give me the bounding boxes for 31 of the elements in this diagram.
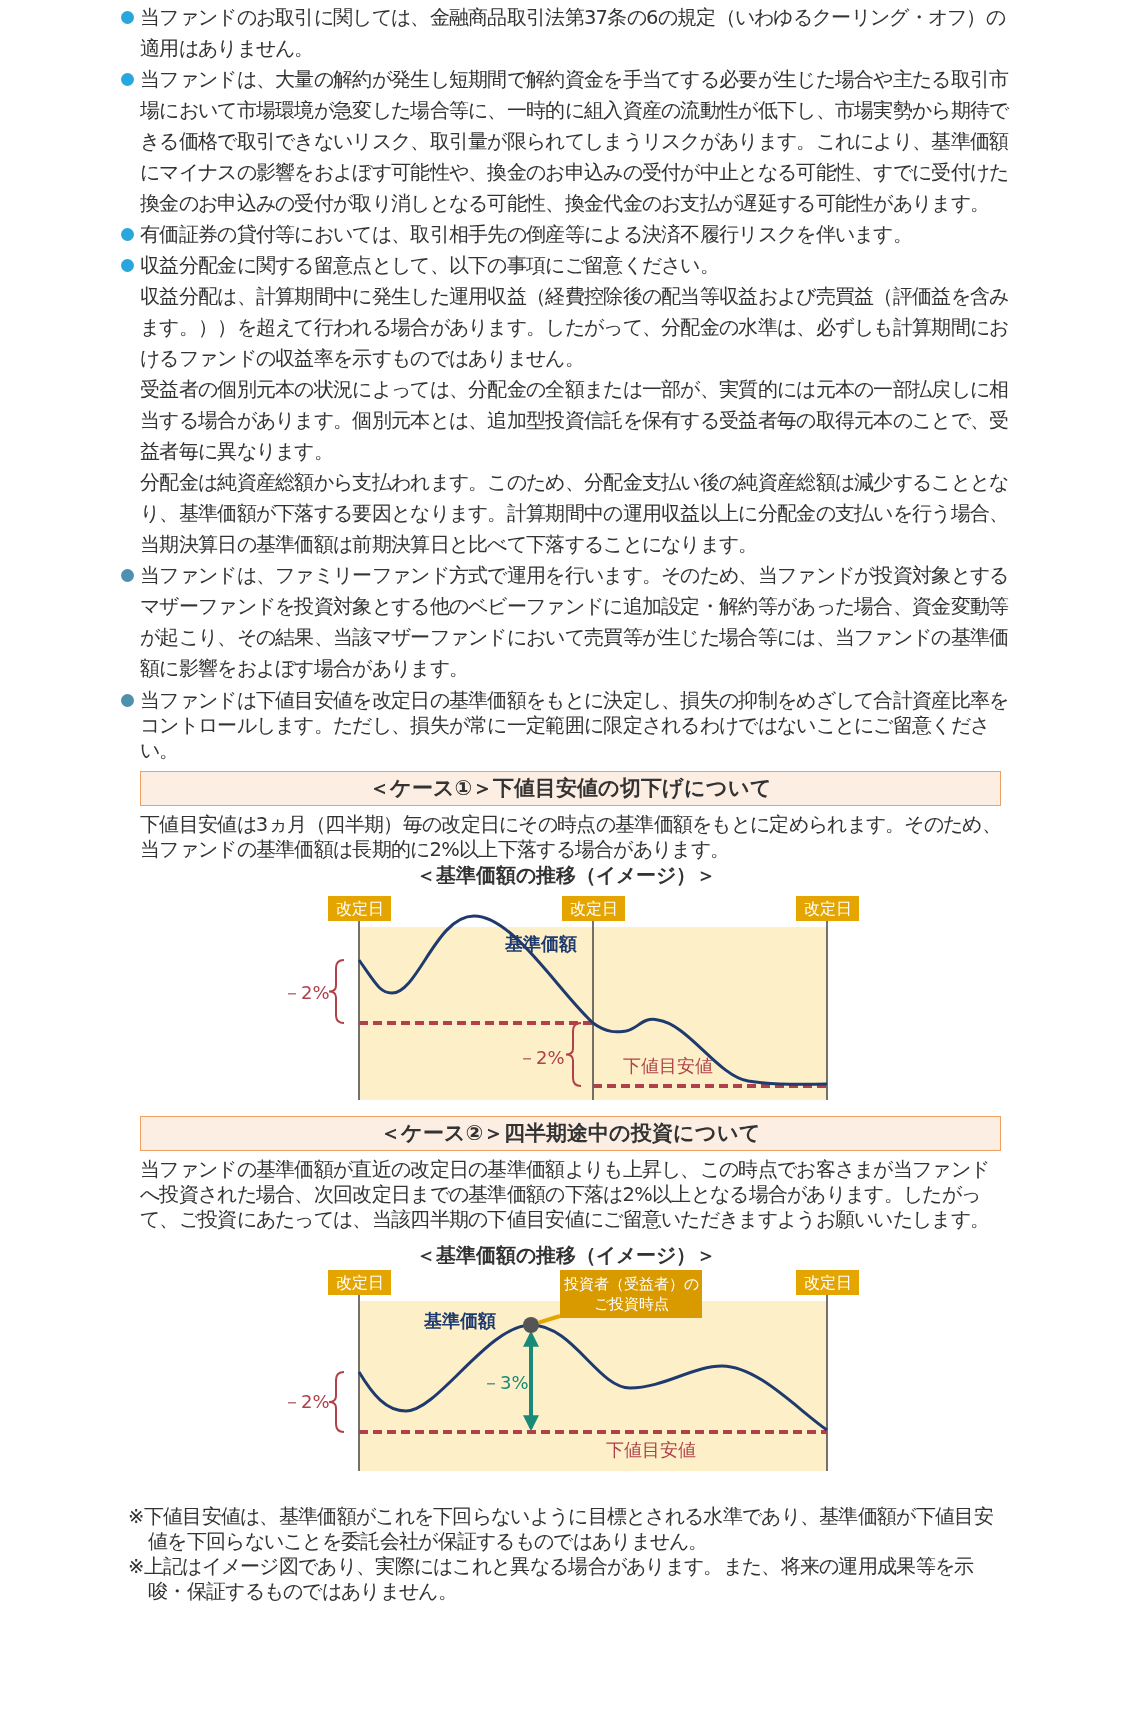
paragraph: 当ファンドは、ファミリーファンド方式で運用を行います。そのため、当ファンドが投資対象とするマザーファンドを投資対象とする他のベビーファンドに追加設定・解約等があった場合、資金変動等が起こり、その結果、当該マザーファンドにおいて売買等が生じた場合等には、当ファンドの基準価額に影響をおよぼす場合があります。 (140, 563, 1010, 682)
threshold-label: 下値目安値 (623, 1054, 713, 1078)
paragraph: 当ファンドのお取引に関しては、金融商品取引法第37条の6の規定（いわゆるクーリング・オフ）の適用はありません。 (140, 5, 1007, 62)
percent-label: －2% (283, 1390, 330, 1414)
paragraph: 下値目安値は3ヵ月（四半期）毎の改定日にその時点の基準価額をもとに定められます。そのため、当ファンドの基準価額は長期的に2%以上下落する場合があります。 (140, 812, 1001, 862)
point-marker (523, 1317, 539, 1333)
section-header: ＜ケース①＞下値目安値の切下げについて (140, 771, 1001, 806)
date-tag: 改定日 (796, 1270, 859, 1295)
date-tag: 改定日 (328, 1270, 391, 1295)
date-tag: 改定日 (328, 896, 391, 921)
paragraph: 分配金は純資産総額から支払われます。このため、分配金支払い後の純資産総額は減少することとなり、基準価額が下落する要因となります。計算期間中の運用収益以上に分配金の支払いを行う場合、当期決算日の基準価額は前期決算日と比べて下落することになります。 (140, 470, 1010, 558)
callout-box: 投資者（受益者）のご投資時点 (560, 1270, 702, 1318)
date-tag: 改定日 (796, 896, 859, 921)
paragraph: 当ファンドの基準価額が直近の改定日の基準価額よりも上昇し、この時点でお客さまが当ファンドへ投資された場合、次回改定日までの基準価額の下落は2%以上となる場合があります。したがって、ご投資にあたっては、当該四半期の下値目安値にご留意いただきますようお願いいたします。 (140, 1157, 991, 1232)
paragraph: 当ファンドは、大量の解約が発生し短期間で解約資金を手当てする必要が生じた場合や主たる取引市場において市場環境が急変した場合等に、一時的に組入資産の流動性が低下し、市場実勢から期待できる価格で取引できないリスク、取引量が限られてしまうリスクがあります。これにより、基準価額にマイナスの影響をおよぼす可能性や、換金のお申込みの受付が中止となる可能性、すでに受付けた換金のお申込みの受付が取り消しとなる可能性、換金代金のお支払が遅延する可能性があります。 (140, 67, 1010, 217)
threshold-label: 下値目安値 (606, 1438, 696, 1462)
paragraph: 当ファンドは下値目安値を改定日の基準価額をもとに決定し、損失の抑制をめざして合計資産比率をコントロールします。ただし、損失が常に一定範囲に限定されるわけではないことにご留意ください。 (140, 688, 1010, 763)
paragraph: 有価証券の貸付等においては、取引相手先の倒産等による決済不履行リスクを伴います。 (140, 222, 912, 248)
chart-title: ＜基準価額の推移（イメージ）＞ (414, 1243, 717, 1269)
note-text: ※上記はイメージ図であり、実際にはこれと異なる場合があります。また、将来の運用成果等を示唆・保証するものではありません。 (128, 1554, 975, 1604)
percent-label: －3% (482, 1371, 529, 1395)
paragraph: 収益分配は、計算期間中に発生した運用収益（経費控除後の配当等収益および売買益（評価益を含みます。））を超えて行われる場合があります。したがって、分配金の水準は、必ずしも計算期間におけるファンドの収益率を示すものではありません。 (140, 284, 1010, 372)
section-header: ＜ケース②＞四半期途中の投資について (140, 1116, 1001, 1151)
percent-label: －2% (518, 1046, 565, 1070)
paragraph: 受益者の個別元本の状況によっては、分配金の全額または一部が、実質的には元本の一部払戻しに相当する場合があります。個別元本とは、追加型投資信託を保有する受益者毎の取得元本のことで、受益者毎に異なります。 (140, 377, 1010, 465)
note-text: ※下値目安値は、基準価額がこれを下回らないように目標とされる水準であり、基準価額が下値目安値を下回らないことを委託会社が保証するものではありません。 (128, 1504, 994, 1554)
date-tag: 改定日 (562, 896, 625, 921)
chart-title: ＜基準価額の推移（イメージ）＞ (414, 863, 717, 889)
paragraph: 収益分配金に関する留意点として、以下の事項にご留意ください。 (140, 253, 719, 279)
percent-label: －2% (283, 981, 330, 1005)
series-label: 基準価額 (424, 1309, 496, 1333)
